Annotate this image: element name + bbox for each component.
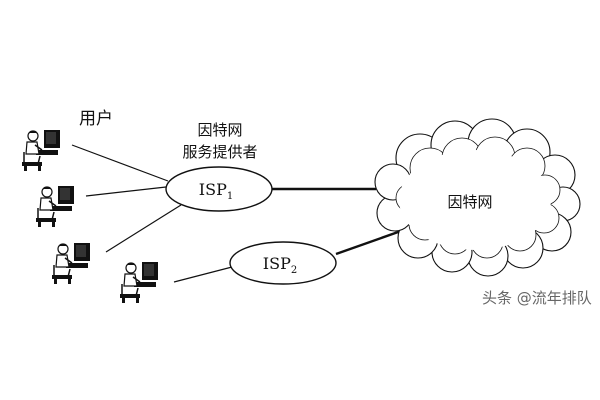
- link-user1-isp1: [71, 144, 169, 182]
- isp1-label: ISP1: [199, 180, 233, 202]
- cloud-label: 因特网: [447, 193, 492, 211]
- isp1-label-main: ISP: [199, 180, 227, 199]
- cloud-icon: 因特网: [374, 118, 581, 277]
- link-user3-isp1: [105, 204, 182, 253]
- user-at-computer-icon: [35, 185, 75, 228]
- link-user4-isp2: [173, 266, 233, 283]
- link-user2-isp1: [85, 186, 167, 197]
- users-label: 用户: [79, 109, 113, 129]
- isp2-label-sub: 2: [291, 265, 297, 276]
- watermark-text: 头条 @流年排队: [482, 289, 592, 307]
- link-isp2-internet: [335, 229, 402, 256]
- user-at-computer-icon: [119, 261, 159, 304]
- isp2-node: ISP2: [229, 241, 337, 285]
- isp2-ellipse: [229, 241, 337, 285]
- isp2-label-main: ISP: [263, 254, 291, 273]
- user-at-computer-icon: [51, 242, 91, 285]
- isp1-label-sub: 1: [227, 191, 233, 202]
- isp-caption-line1: 因特网: [197, 121, 242, 139]
- isp-internet-links: [271, 187, 402, 256]
- isp1-ellipse: [165, 166, 273, 212]
- isp-caption-line2: 服务提供者: [182, 143, 257, 161]
- user-isp-links: [71, 144, 233, 283]
- user-at-computer-icon: [21, 129, 61, 172]
- isp2-label: ISP2: [263, 254, 297, 276]
- isp1-node: ISP1: [165, 166, 273, 212]
